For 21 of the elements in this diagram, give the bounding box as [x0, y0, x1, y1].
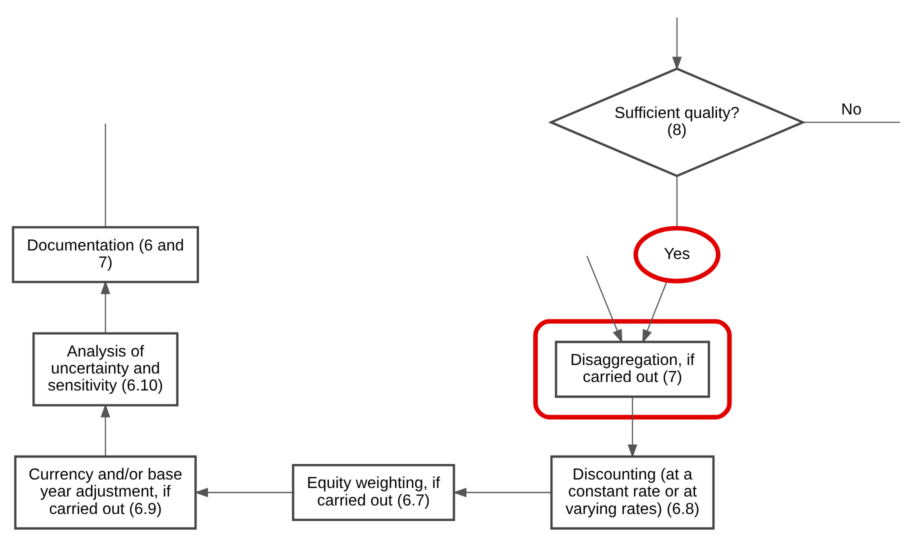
node-box: Equity weighting, if carried out (6.7) [292, 464, 456, 522]
node-diamond: Sufficient quality? (8) [548, 67, 806, 178]
arrow [100, 404, 110, 456]
connector [802, 122, 900, 123]
arrow [628, 396, 638, 458]
arrow [672, 17, 682, 70]
node-box: Analysis of uncertainty and sensitivity (6.10) [32, 332, 178, 406]
connector [104, 124, 106, 227]
node-box: Discounting (at a constant rate or at varying rates) (6.8) [550, 455, 715, 530]
arrow [642, 280, 668, 344]
arrow [100, 280, 110, 334]
node-box: Currency and/or base year adjustment, if carried out (6.9) [14, 455, 197, 530]
arrow [586, 256, 622, 344]
node-box: Disaggregation, if carried out (7) [554, 340, 710, 398]
cluster [533, 319, 732, 420]
node-box: Documentation (6 and 7) [12, 226, 199, 284]
connector [676, 176, 678, 228]
edge-label: No [841, 102, 862, 119]
node-ellipse: Yes [633, 226, 720, 284]
arrow [194, 488, 294, 498]
arrow [452, 488, 552, 498]
